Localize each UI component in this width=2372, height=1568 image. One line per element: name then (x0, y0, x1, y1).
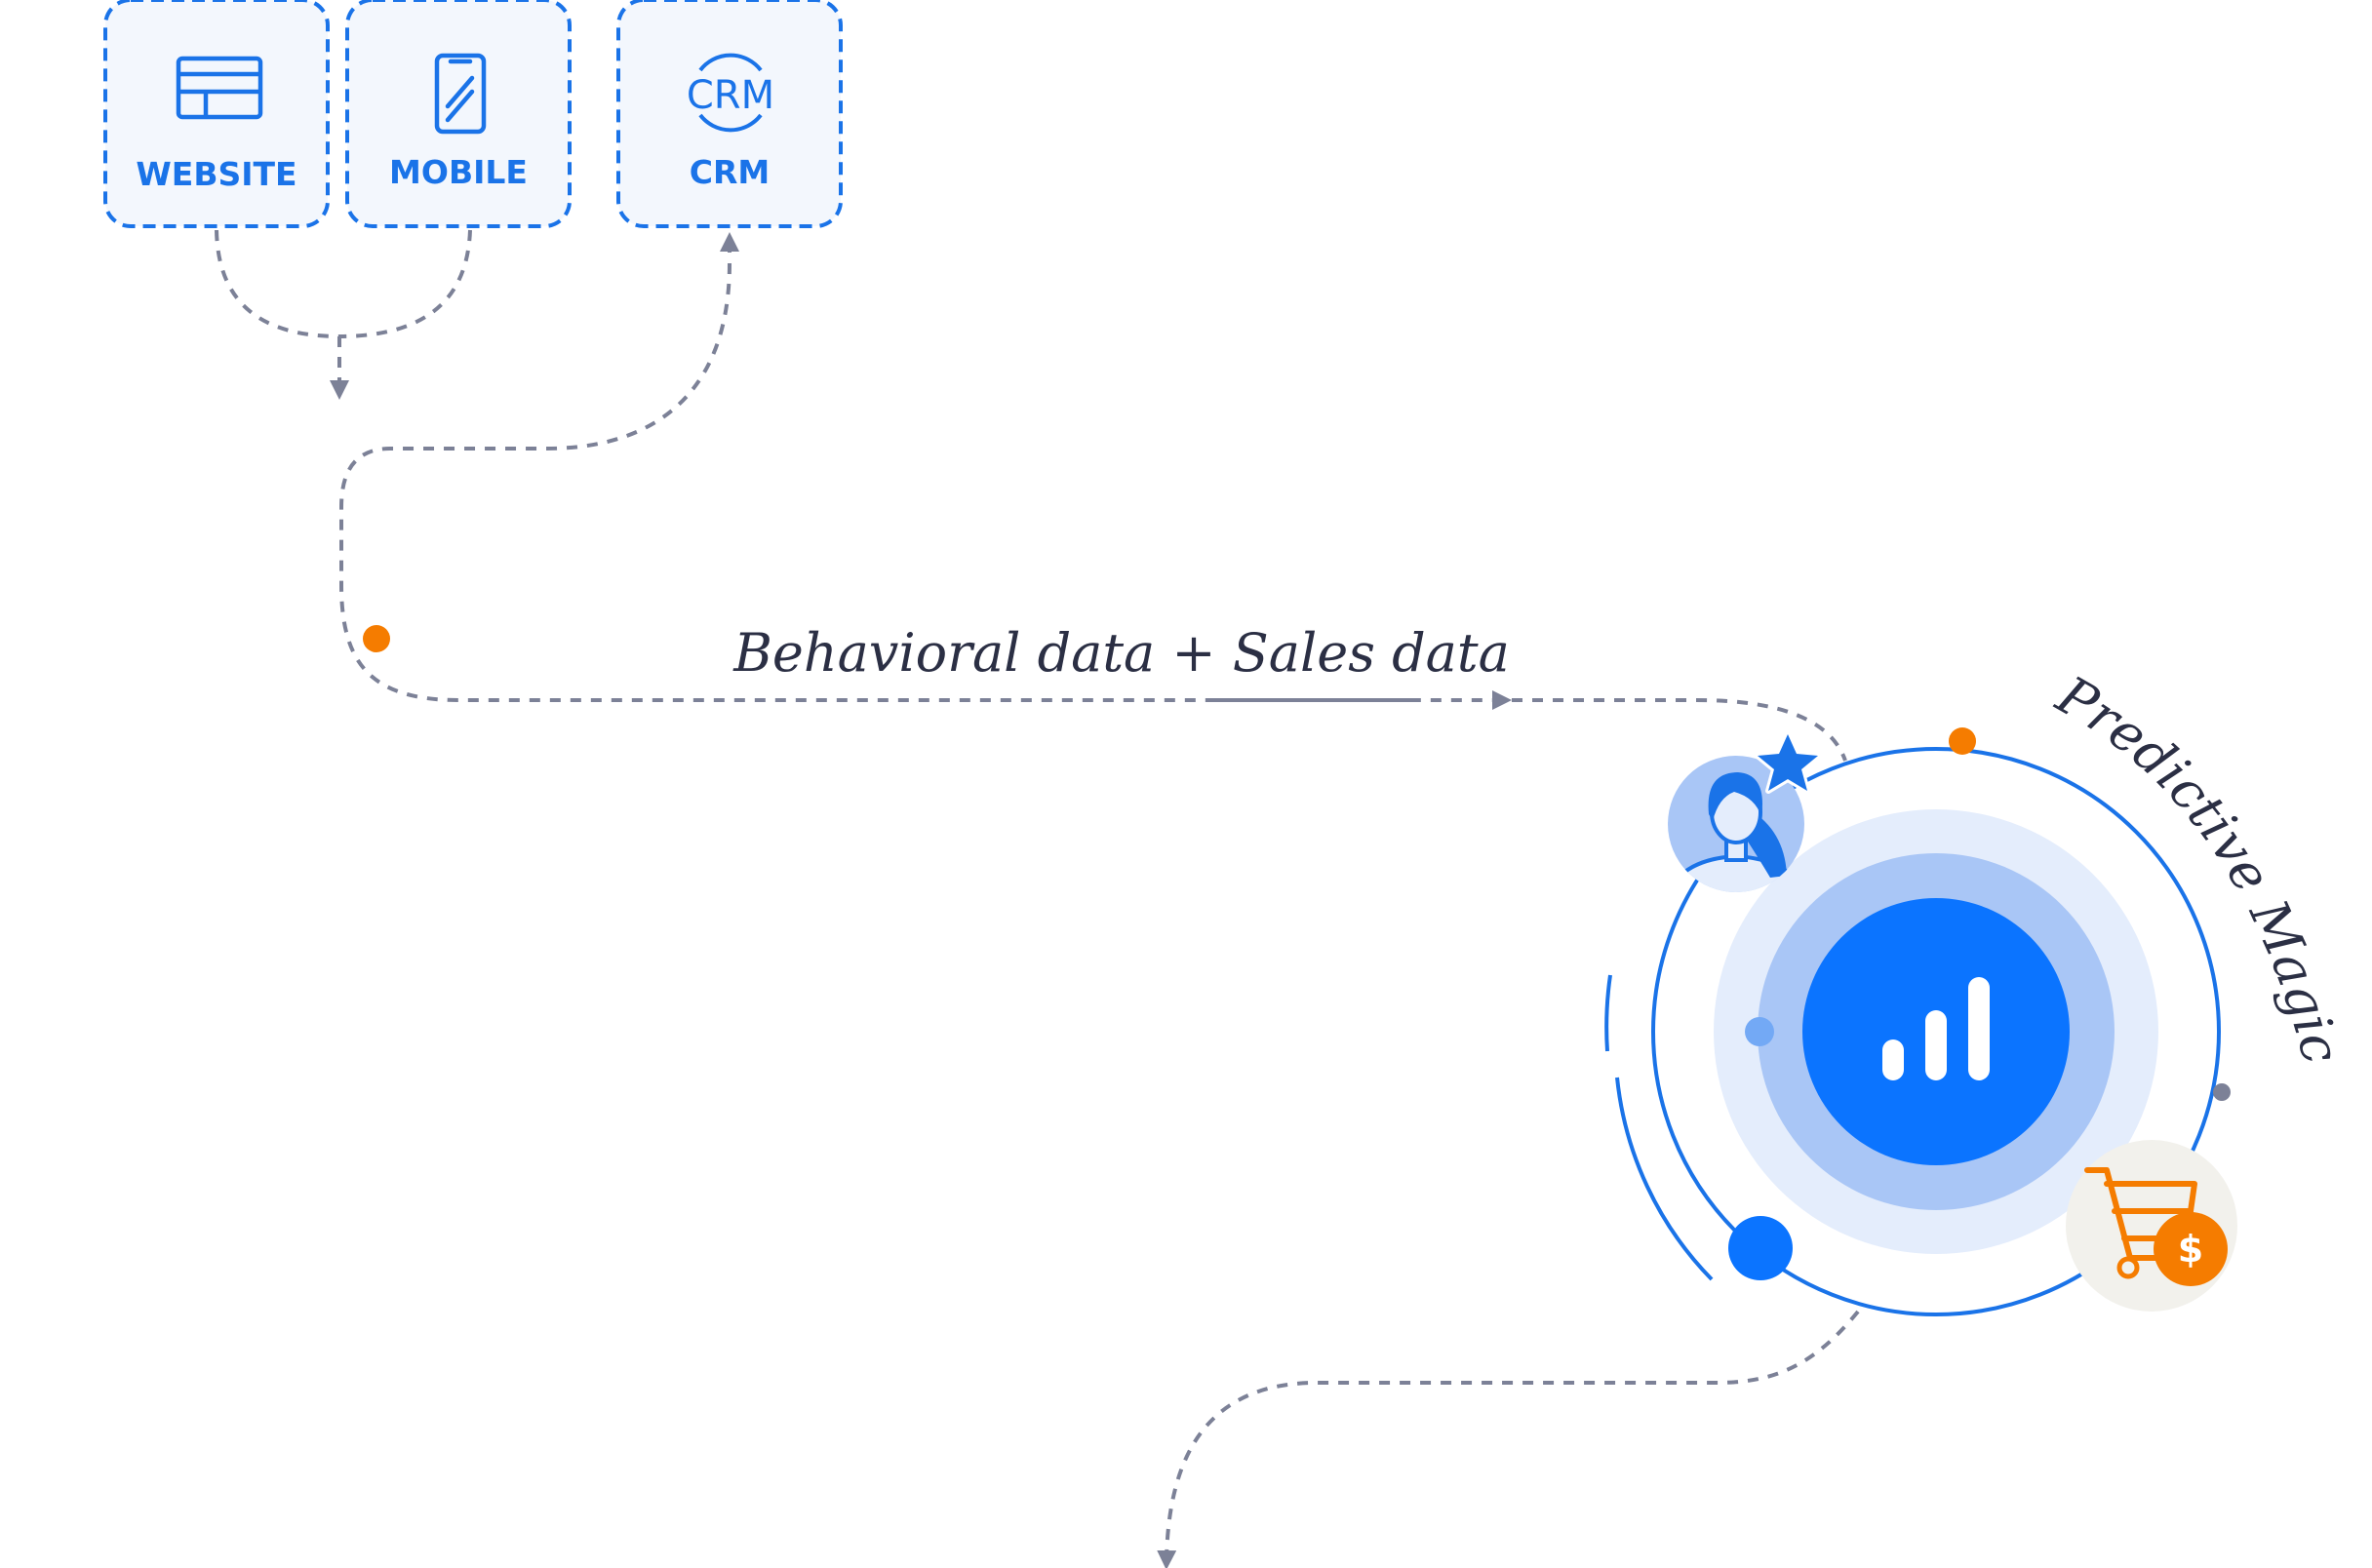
connector-mobile (338, 229, 472, 338)
bar-chart-icon (1882, 977, 1990, 1080)
connector-output (1157, 1310, 1860, 1568)
orbit-arc-inner (1615, 1077, 1714, 1281)
orbit-dot-blue (1728, 1216, 1793, 1280)
prediction-engine: $ (1604, 727, 2237, 1316)
origin-dot (363, 625, 390, 652)
connector-website (215, 229, 340, 338)
outer-orbit (1651, 747, 2221, 1316)
connector-crm-down (339, 262, 1512, 710)
mobile-label: MOBILE (389, 153, 528, 191)
orbit-dot-light (1745, 1017, 1774, 1046)
crm-icon: CRM (687, 53, 774, 133)
star-icon (1755, 731, 1821, 794)
browser-window-icon (176, 56, 263, 120)
crm-icon-text: CRM (687, 73, 774, 118)
website-label: WEBSITE (136, 155, 296, 193)
orbit-dot-gray (2213, 1083, 2231, 1101)
source-crm: CRM CRM (616, 0, 843, 228)
orbit-dot-orange (1949, 727, 1976, 755)
smartphone-icon (434, 53, 487, 135)
orbit-arc-outer (1604, 974, 1612, 1052)
shopping-cart-dollar-icon: $ (2066, 1140, 2237, 1312)
connectors (215, 229, 1860, 1568)
source-mobile: MOBILE (345, 0, 572, 228)
source-website: WEBSITE (103, 0, 330, 228)
crm-label: CRM (690, 153, 770, 191)
flow-label: Behavioral data + Sales data (732, 622, 1510, 684)
customer-avatar-icon (1668, 756, 1804, 892)
svg-text:$: $ (2178, 1228, 2203, 1271)
